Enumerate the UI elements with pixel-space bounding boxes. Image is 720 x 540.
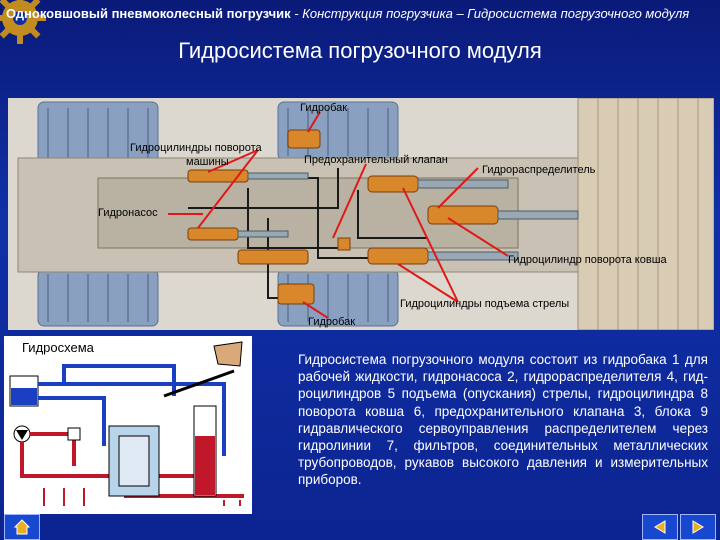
- hydraulic-schema: Гидросхема: [4, 336, 252, 514]
- hydraulic-schema-drawing: [9, 341, 244, 506]
- back-button[interactable]: [642, 514, 678, 540]
- label-bucket-cylinder: Гидроцилиндр поворота ковша: [508, 254, 667, 266]
- schema-caption: Гидросхема: [22, 340, 94, 355]
- label-steering-cylinders: Гидроцилиндры поворота: [130, 142, 262, 154]
- label-boom-cylinders: Гидроцилиндры подъема стрелы: [400, 298, 570, 310]
- label-pump: Гидронасос: [98, 207, 158, 219]
- slide-header: Одноковшовый пневмоколесный погрузчик - …: [0, 0, 720, 44]
- loader-hydraulic-diagram: Гидробак Гидроцилиндры поворота машины П…: [8, 98, 714, 330]
- page-title: Гидросистема погрузочного модуля: [178, 38, 542, 63]
- description-text: Гидросистема погрузочного модуля состоит…: [298, 352, 708, 488]
- breadcrumb-topic: - Конструкция погрузчика – Гидросистема …: [294, 6, 690, 21]
- label-distributor: Гидрораспределитель: [482, 164, 596, 176]
- home-button[interactable]: [4, 514, 40, 540]
- forward-button[interactable]: [680, 514, 716, 540]
- forward-arrow-icon: [692, 520, 704, 534]
- breadcrumb-section: Одноковшовый пневмоколесный погрузчик: [6, 6, 291, 21]
- back-arrow-icon: [654, 520, 666, 534]
- gear-icon: [0, 0, 46, 44]
- breadcrumb: Одноковшовый пневмоколесный погрузчик - …: [6, 5, 706, 22]
- label-steering-cylinders-line2: машины: [186, 156, 229, 168]
- label-tank-bottom: Гидробак: [308, 316, 356, 328]
- loader-top-view-drawing: [17, 98, 714, 330]
- home-icon: [13, 519, 31, 535]
- label-tank-top: Гидробак: [300, 102, 348, 114]
- label-relief-valve: Предохранительный клапан: [304, 154, 448, 166]
